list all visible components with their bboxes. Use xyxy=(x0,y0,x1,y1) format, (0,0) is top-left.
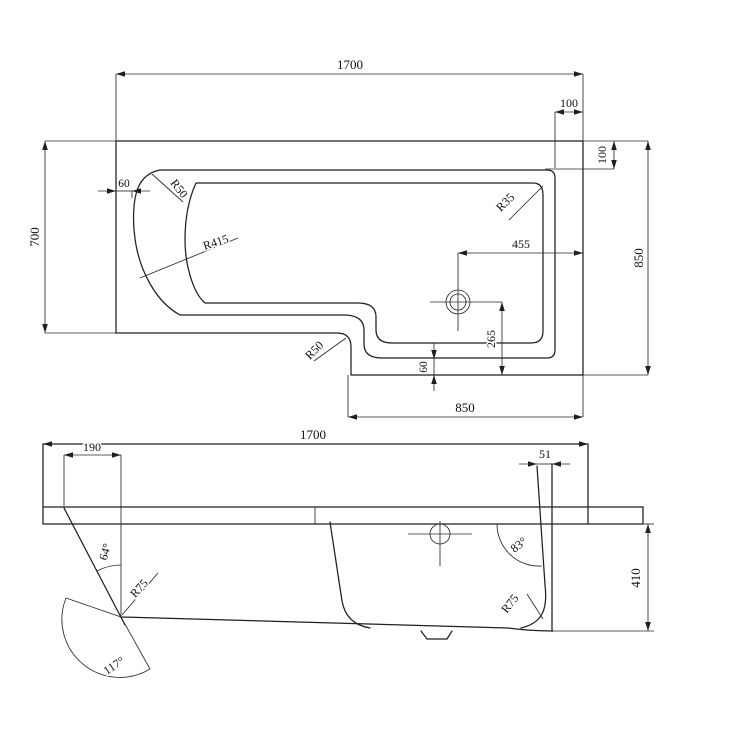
angle-label-right: 83° xyxy=(508,534,530,555)
dim-label-elev-length: 1700 xyxy=(300,427,326,442)
dim-label-rim-top: 100 xyxy=(560,96,578,110)
dim-label-rim-right: 100 xyxy=(595,146,609,164)
dim-label-width-shower-end: 850 xyxy=(631,248,646,268)
radius-label-bottom-right: R75 xyxy=(498,591,521,615)
left-wall-sloped xyxy=(63,507,126,626)
leader-r35 xyxy=(508,185,544,221)
dim-label-height: 410 xyxy=(628,568,643,588)
angle-arc-left xyxy=(96,564,122,572)
drain-waste xyxy=(430,253,502,331)
bath-bottom-edge xyxy=(120,616,554,632)
angle-arc-exterior xyxy=(61,597,151,678)
dim-label-rim-left: 60 xyxy=(118,178,130,190)
plan-outer-outline xyxy=(115,140,584,376)
side-elevation-view: 1700 190 51 64° R75 xyxy=(42,426,654,679)
wall-extension xyxy=(120,616,151,670)
radius-label-basin-corner: R35 xyxy=(493,190,517,214)
plan-basin-outline xyxy=(184,182,544,344)
leader-r50-corner xyxy=(151,173,184,203)
dim-label-overhang: 190 xyxy=(83,440,101,454)
leader-r50-step xyxy=(313,337,347,362)
angle-arc-right xyxy=(496,523,543,567)
angle-label-exterior: 117° xyxy=(101,654,128,678)
radius-label-bath-curve: R415 xyxy=(201,232,230,253)
dim-label-width-bath-end: 700 xyxy=(27,227,42,247)
inner-left-wall xyxy=(329,521,371,629)
right-wall-inner xyxy=(520,465,547,629)
radius-label-rim-corner: R50 xyxy=(167,176,190,200)
radius-label-step-corner: R50 xyxy=(302,338,326,362)
angle-ray-left xyxy=(65,597,122,618)
leader-r75-right xyxy=(526,593,544,620)
radius-label-bottom-left: R75 xyxy=(127,576,151,600)
waste-outlet-notch xyxy=(420,630,453,640)
dim-label-drain-x: 455 xyxy=(512,237,530,251)
plan-inner-rim-outline xyxy=(132,169,556,359)
dim-label-length: 1700 xyxy=(337,57,363,72)
dim-label-wall-top: 51 xyxy=(539,447,551,461)
overflow-fitting xyxy=(408,521,472,566)
plan-view: 1700 100 100 700 850 850 60 455 xyxy=(26,56,651,420)
angle-label-left: 64° xyxy=(96,542,114,562)
leader-r75-left xyxy=(121,572,159,616)
dim-label-shower-length: 850 xyxy=(455,400,475,415)
leader-r415 xyxy=(139,237,239,279)
dim-label-drain-y: 265 xyxy=(484,330,498,348)
dim-label-rim-step: 60 xyxy=(418,361,430,373)
